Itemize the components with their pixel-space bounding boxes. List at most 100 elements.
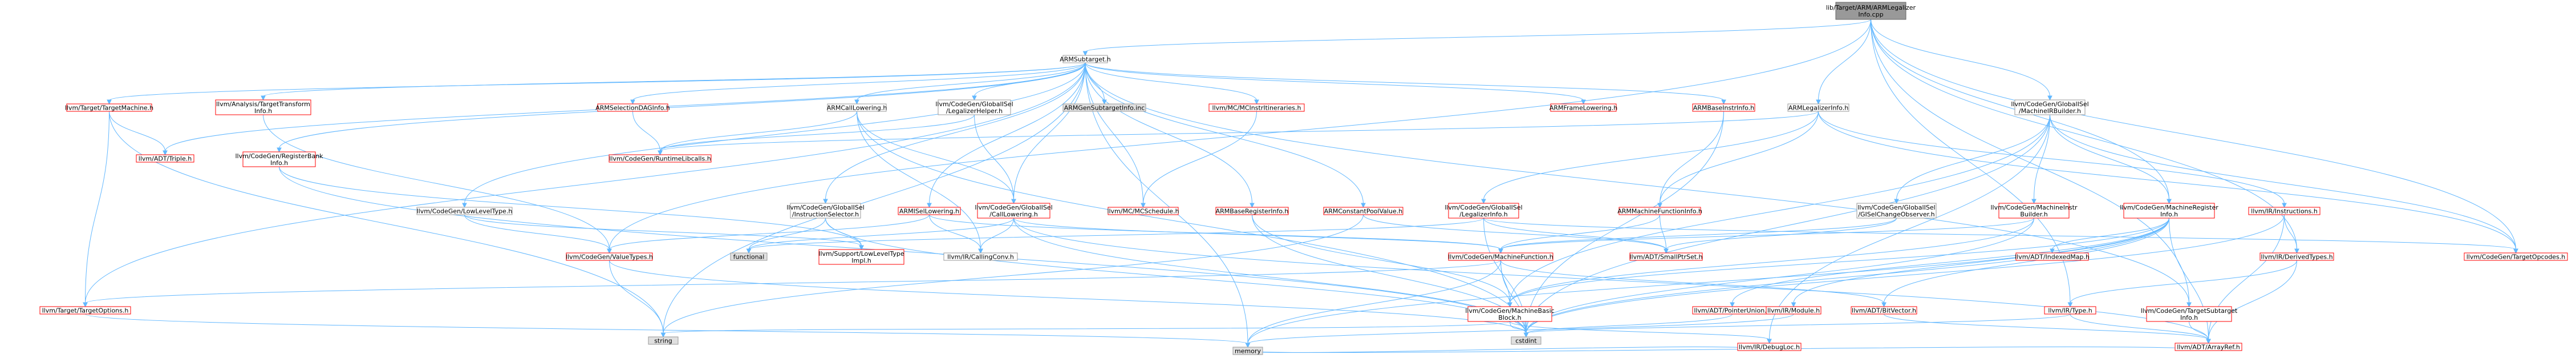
node-box — [242, 151, 316, 167]
node-label: llvm/Support/LowLevelType — [818, 250, 904, 258]
node-instrselector[interactable]: llvm/CodeGen/GlobalISel/InstructionSelec… — [786, 203, 865, 219]
edge-armlegalizerinfo-to-mfi — [1660, 111, 1819, 204]
node-label: llvm/ADT/Triple.h — [139, 155, 192, 163]
node-lowleveltype[interactable]: llvm/CodeGen/LowLevelType.h — [416, 207, 513, 215]
edge-gicallowering-to-functional — [748, 218, 1014, 250]
edge-gischangeobserver-to-machinefunction — [1500, 218, 1897, 250]
node-bitvector[interactable]: llvm/ADT/BitVector.h — [1851, 306, 1917, 315]
node-subtargetinfoinc: ARMGenSubtargetInfo.inc — [1062, 103, 1146, 112]
node-callowering[interactable]: ARMCallLowering.h — [827, 103, 887, 112]
node-label: Info.cpp — [1858, 11, 1883, 18]
edge-arrowhead — [1523, 332, 1529, 338]
node-framelowering[interactable]: ARMFrameLowering.h — [1549, 103, 1617, 112]
edge-arrowhead — [163, 150, 168, 156]
node-box — [943, 252, 1018, 261]
edge-root-to-armlegalizerinfo — [1818, 19, 1871, 101]
edge-arrowhead — [1254, 99, 1259, 105]
node-indexedmap[interactable]: llvm/ADT/IndexedMap.h — [2015, 252, 2090, 261]
edge-machineregisterinfo-to-memory — [1247, 218, 2169, 344]
node-seldag[interactable]: ARMSelectionDAGInfo.h — [595, 103, 670, 112]
node-label: llvm/IR/DebugLoc.h — [1739, 344, 1800, 351]
node-label: functional — [733, 254, 765, 261]
edge-irtype-to-arrayref — [2070, 313, 2209, 340]
edge-arrowhead — [107, 99, 112, 105]
node-runtimelibcalls[interactable]: llvm/CodeGen/RuntimeLibcalls.h — [608, 154, 712, 163]
node-smallptrset[interactable]: llvm/ADT/SmallPtrSet.h — [1629, 252, 1703, 261]
node-machinefunction[interactable]: llvm/CodeGen/MachineFunction.h — [1448, 252, 1553, 261]
node-gischangeobserver[interactable]: llvm/CodeGen/GlobalISel/GISelChangeObser… — [1856, 203, 1937, 219]
node-baseinstrinfo[interactable]: ARMBaseInstrInfo.h — [1692, 103, 1755, 112]
node-box — [1448, 203, 1519, 219]
edge-arrowhead — [859, 245, 864, 251]
node-mcinstritin[interactable]: llvm/MC/MCInstrItineraries.h — [1208, 103, 1305, 112]
node-adttriple[interactable]: llvm/ADT/Triple.h — [136, 154, 194, 163]
node-label: ARMCallLowering.h — [827, 104, 887, 112]
edge-machineregisterinfo-to-pointerunion — [1732, 218, 2169, 304]
node-label: llvm/CodeGen/MachineBasic — [1465, 307, 1554, 315]
node-derivedtypes[interactable]: llvm/IR/DerivedTypes.h — [2259, 252, 2334, 261]
node-irinstructions[interactable]: llvm/IR/Instructions.h — [2248, 207, 2321, 215]
node-box — [1448, 252, 1553, 261]
node-islowering[interactable]: ARMISelLowering.h — [898, 207, 961, 215]
node-label: llvm/CodeGen/MachineInstr — [1990, 204, 2077, 211]
edge-armlegalizerinfo-to-targetopcodes — [1818, 111, 2516, 250]
node-armlegalizerinfo[interactable]: ARMLegalizerInfo.h — [1787, 103, 1849, 112]
edge-armsubtarget-to-baseinstrinfo — [1085, 62, 1724, 101]
edge-armsubtarget-to-constantpool — [1085, 62, 1364, 204]
node-irmodule[interactable]: llvm/IR/Module.h — [1766, 306, 1822, 315]
edge-tsi-to-arrayref — [2189, 321, 2209, 340]
node-pointerunion[interactable]: llvm/ADT/PointerUnion.h — [1692, 306, 1772, 315]
node-cstdint: cstdint — [1511, 336, 1541, 345]
node-label: /LegalizerHelper.h — [946, 107, 1003, 115]
node-legalizerhelper[interactable]: llvm/CodeGen/GlobalISel/LegalizerHelper.… — [935, 99, 1013, 115]
node-box — [1766, 306, 1822, 315]
node-callingconv[interactable]: llvm/IR/CallingConv.h — [943, 252, 1018, 261]
edge-armsubtarget-to-callowering — [857, 62, 1086, 101]
node-debugloc[interactable]: llvm/IR/DebugLoc.h — [1737, 343, 1802, 351]
node-box — [1629, 252, 1703, 261]
node-targetopcodes[interactable]: llvm/CodeGen/TargetOpcodes.h — [2464, 252, 2568, 261]
node-label: ARMBaseInstrInfo.h — [1693, 104, 1754, 112]
node-gicallowering[interactable]: llvm/CodeGen/GlobalISel/CallLowering.h — [975, 203, 1053, 219]
node-gilegalizerinfo[interactable]: llvm/CodeGen/GlobalISel/LegalizerInfo.h — [1445, 203, 1523, 219]
node-mcschedule[interactable]: llvm/MC/MCSchedule.h — [1107, 207, 1179, 215]
node-label: Info.h — [2180, 314, 2198, 321]
edge-arrowhead — [1250, 203, 1255, 208]
edge-legalizerhelper-to-gicallowering — [974, 114, 1014, 200]
node-box — [2248, 207, 2321, 215]
node-valuetypes[interactable]: llvm/CodeGen/ValueTypes.h — [566, 252, 653, 261]
edge-mirbuilder-to-debugloc — [1769, 114, 2050, 340]
edge-armsubtarget-to-baseregisterinfo — [1085, 62, 1252, 204]
node-tm[interactable]: llvm/Target/TargetMachine.h — [65, 103, 153, 112]
edge-armlegalizerinfo-to-runtimelibcalls — [660, 111, 1819, 152]
edge-arrowhead — [660, 332, 666, 338]
edge-arrowhead — [1361, 203, 1366, 208]
node-box — [648, 336, 679, 345]
node-irtype[interactable]: llvm/IR/Type.h — [2044, 306, 2096, 315]
node-baseregisterinfo[interactable]: ARMBaseRegisterInfo.h — [1215, 207, 1289, 215]
edge-machineregisterinfo-to-cstdint — [1526, 218, 2169, 334]
node-label: llvm/CodeGen/GlobalISel — [935, 100, 1013, 108]
edge-gilegalizerinfo-to-functional — [748, 218, 1484, 250]
node-box — [1323, 207, 1403, 215]
edge-mirbuilder-to-gischangeobserver — [1896, 114, 2050, 200]
node-box — [1851, 306, 1917, 315]
edge-root-to-mirbuilder — [1871, 19, 2050, 97]
node-armsubtarget[interactable]: ARMSubtarget.h — [1060, 55, 1111, 63]
node-arrayref[interactable]: llvm/ADT/ArrayRef.h — [2175, 343, 2242, 351]
node-box — [1737, 343, 1802, 351]
node-label: llvm/CodeGen/GlobalISel — [1445, 204, 1522, 211]
node-targetoptions[interactable]: llvm/Target/TargetOptions.h — [39, 306, 131, 315]
node-box — [2123, 203, 2215, 219]
node-constantpool[interactable]: ARMConstantPoolValue.h — [1323, 207, 1403, 215]
node-mfi[interactable]: ARMMachineFunctionInfo.h — [1617, 207, 1702, 215]
node-mirbuilder[interactable]: llvm/CodeGen/GlobalISel/MachineIRBuilder… — [2011, 99, 2089, 115]
edge-machinefunction-to-cstdint — [1500, 260, 1527, 334]
